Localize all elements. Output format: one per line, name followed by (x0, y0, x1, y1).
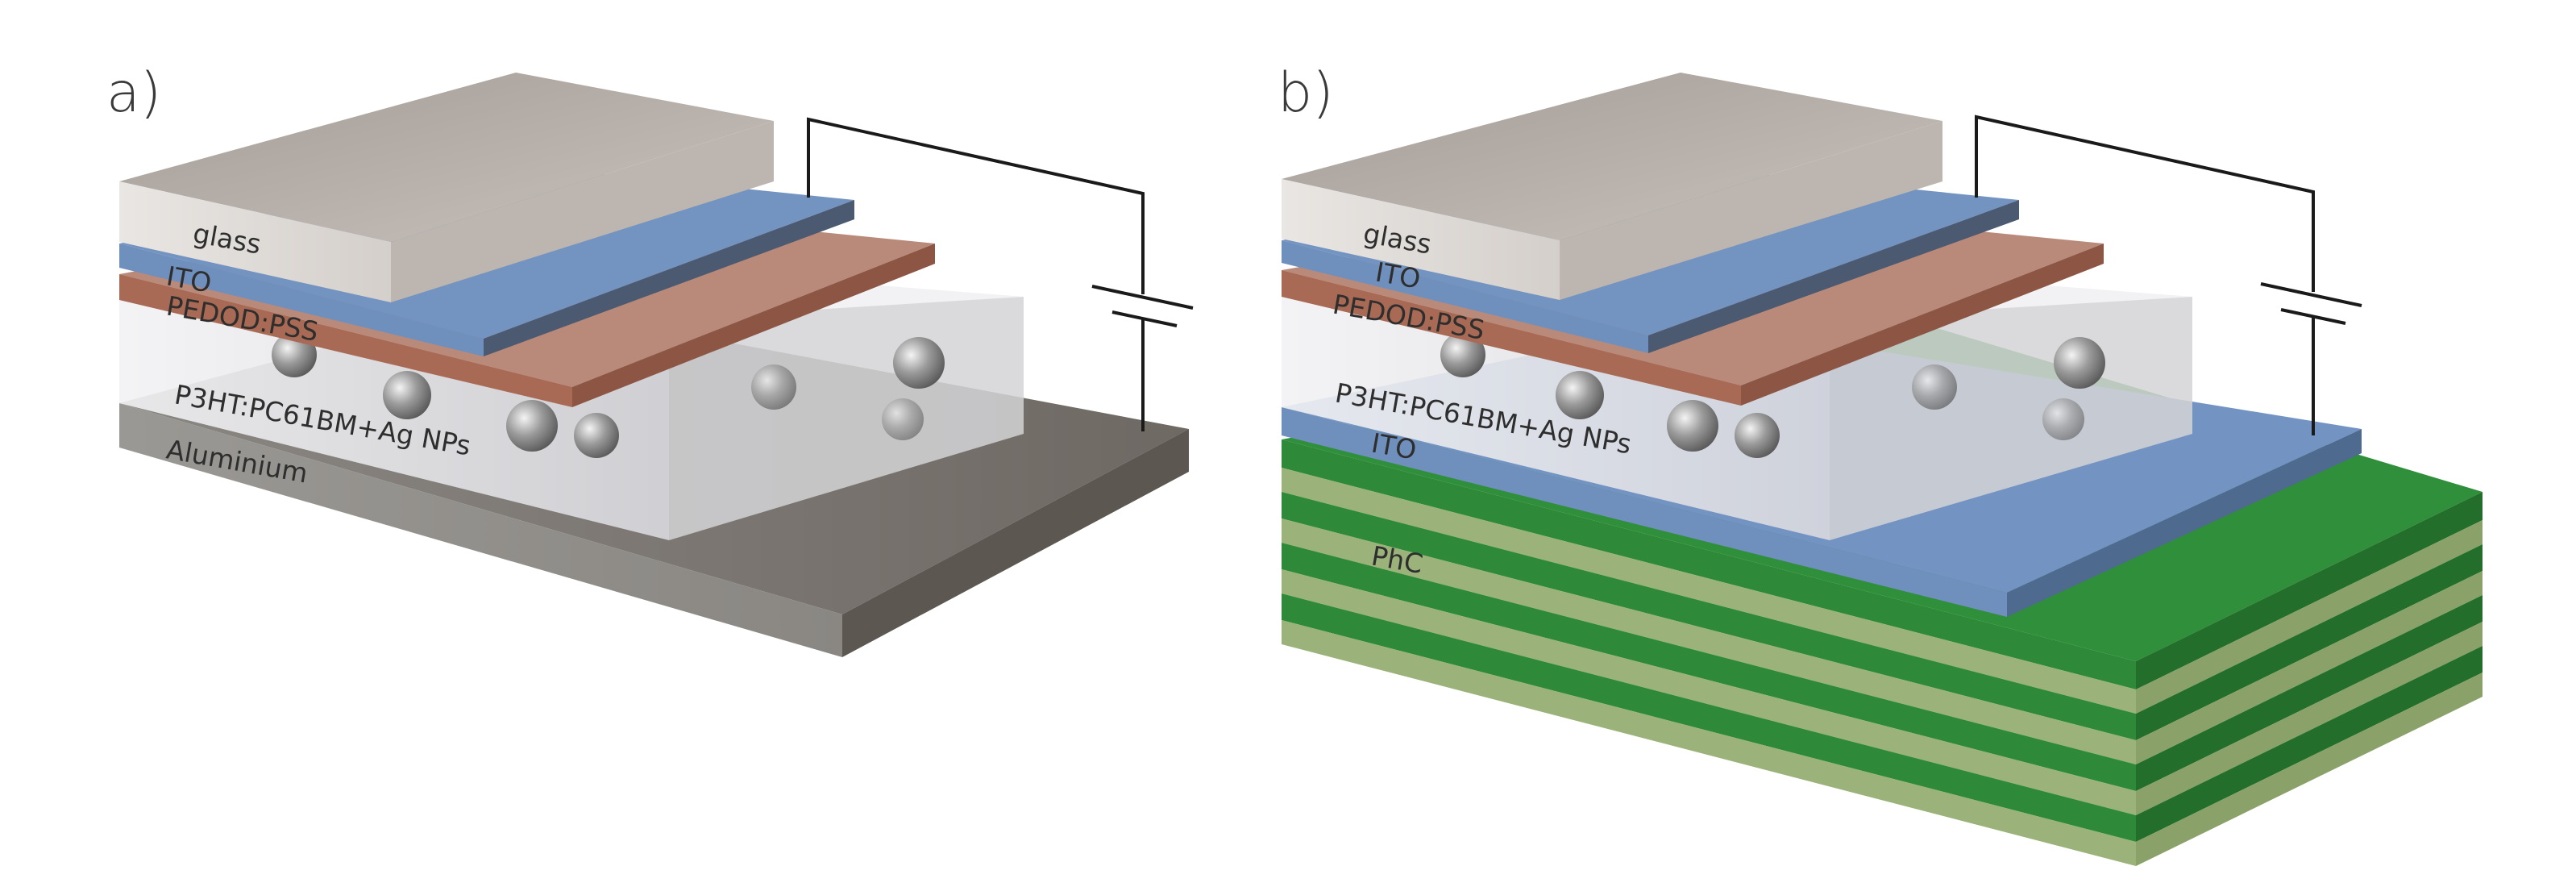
battery-plate (2280, 308, 2346, 325)
nanoparticle (2042, 398, 2084, 440)
nanoparticle (1735, 413, 1780, 458)
nanoparticle (1667, 400, 1718, 452)
battery-plate (1091, 285, 1194, 310)
ito-label-b: ITO (1373, 256, 1423, 294)
nanoparticle (893, 337, 945, 389)
panel-b-label: b) (1278, 61, 1334, 125)
battery-plate (2260, 282, 2362, 307)
nanoparticle (1440, 332, 1485, 377)
nanoparticle (574, 413, 619, 458)
phc-side-stripes (2136, 492, 2483, 866)
battery-plate (1111, 310, 1178, 327)
nanoparticle (2054, 337, 2105, 389)
nanoparticle (1556, 371, 1604, 419)
ito-bottom-label: ITO (1369, 427, 1419, 465)
panel-a: a) (106, 61, 1194, 657)
glass-layer-b (1282, 73, 1942, 300)
nanoparticle (383, 371, 431, 419)
circuit-b (1975, 115, 2362, 435)
circuit (807, 117, 1194, 431)
phc-front-stripes (1282, 439, 2136, 866)
nanoparticle (1912, 364, 1957, 410)
panel-b: b) (1278, 61, 2483, 866)
nanoparticle (506, 400, 558, 452)
glass-layer (119, 73, 774, 302)
nanoparticle (882, 398, 924, 440)
panel-a-label: a) (106, 61, 161, 125)
ito-label: ITO (164, 260, 214, 298)
nanoparticle (751, 364, 796, 410)
